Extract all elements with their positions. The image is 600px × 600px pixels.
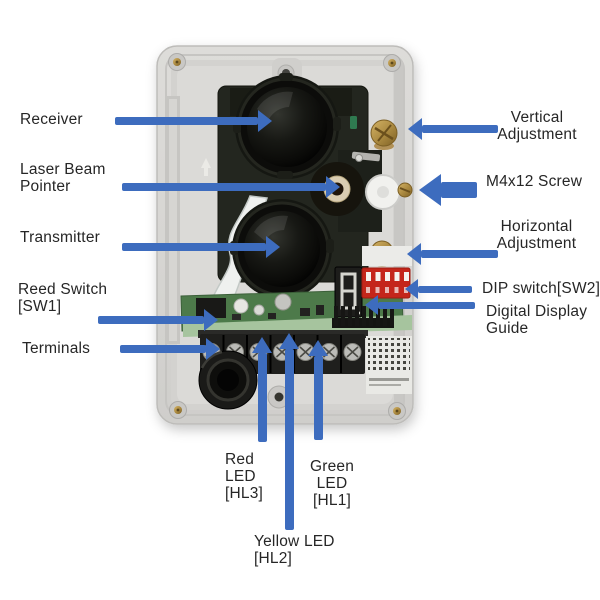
arrow-bar [441, 182, 477, 198]
label-line: Pointer [20, 178, 71, 195]
arrow-head [204, 309, 218, 331]
label-line: Terminals [22, 340, 91, 357]
vertical-adjustment-screw [370, 119, 398, 150]
reed-switch-arrow [98, 309, 218, 331]
arrow-bar [257, 353, 267, 442]
arrow-bar [422, 125, 498, 133]
dip-switch-label: DIP switch[SW2] [482, 280, 600, 297]
bracket [351, 151, 381, 162]
vertical-adjustment-arrow [408, 118, 498, 140]
arrow-bar [122, 183, 326, 191]
reed-switch-label: Reed Switch [SW1] [18, 281, 107, 315]
red-led-label: Red LED [HL3] [225, 451, 263, 502]
arrow-head [266, 236, 280, 258]
transmitter-label: Transmitter [20, 229, 100, 246]
label-line: Digital Display [486, 303, 588, 320]
label-line: LED [316, 475, 348, 492]
receiver-label: Receiver [20, 111, 83, 128]
label-line: DIP switch[SW2] [482, 280, 600, 297]
arrow-bar [284, 349, 294, 530]
label-line: [HL2] [254, 550, 293, 567]
arrow-head [326, 176, 340, 198]
transmitter-lens [230, 199, 334, 299]
label-line: Guide [486, 320, 529, 337]
label-line: LED [225, 468, 256, 485]
pin-header [332, 306, 394, 328]
arrow-bar [421, 250, 498, 258]
red-led-line [252, 337, 272, 442]
label-line: Horizontal [500, 218, 573, 235]
label-line: Adjustment [496, 235, 577, 252]
label-line: Receiver [20, 111, 83, 128]
label-line: [HL3] [225, 485, 264, 502]
label-line: [HL1] [312, 492, 352, 509]
arrow-head [405, 279, 418, 299]
label-sticker [366, 336, 412, 394]
arrow-head [408, 118, 422, 140]
arrow-head [419, 174, 441, 206]
yellow-led-line [279, 333, 299, 530]
label-line: M4x12 Screw [486, 173, 583, 190]
digital-display-guide-label: Digital Display Guide [486, 303, 587, 337]
horizontal-adjustment-arrow [407, 243, 498, 265]
arrow-head [206, 338, 220, 360]
arrow-bar [313, 356, 323, 440]
label-line: Yellow LED [254, 533, 335, 550]
arrow-head [308, 340, 328, 356]
arrow-bar [378, 301, 475, 309]
label-line: Green [309, 458, 355, 475]
label-line: Red [225, 451, 255, 468]
label-line: Vertical [510, 109, 564, 126]
horizontal-adjustment-label: Horizontal Adjustment [489, 218, 584, 252]
vertical-adjustment-label: Vertical Adjustment [490, 109, 584, 143]
label-line: Laser Beam [20, 161, 106, 178]
yellow-led-label: Yellow LED [HL2] [254, 533, 335, 567]
laser-beam-pointer-label: Laser Beam Pointer [20, 161, 106, 195]
label-line: Reed Switch [18, 281, 108, 298]
arrow-head [407, 243, 421, 265]
m4x12-screw-dial [365, 174, 413, 210]
label-line: [SW1] [18, 298, 62, 315]
corner-screws [168, 53, 406, 420]
arrow-head [365, 295, 378, 315]
transmitter-arrow [122, 236, 280, 258]
arrow-head [258, 110, 272, 132]
terminals-label: Terminals [22, 340, 90, 357]
arrow-bar [418, 285, 472, 293]
arrow-bar [98, 316, 204, 324]
green-led-line [308, 340, 328, 440]
arrow-head [252, 337, 272, 353]
label-line: Adjustment [497, 126, 577, 143]
receiver-lens [233, 73, 341, 179]
green-led-label: Green LED [HL1] [306, 458, 358, 509]
digital-display-arrow [365, 294, 475, 316]
cable-gland [198, 350, 258, 410]
arrow-bar [115, 117, 258, 125]
label-line: Transmitter [20, 229, 100, 246]
receiver-arrow [115, 110, 272, 132]
m4x12-screw-arrow [419, 174, 477, 206]
arrow-head [279, 333, 299, 349]
dip-switch-arrow [405, 278, 472, 300]
arrow-bar [122, 243, 266, 251]
m4x12-screw-label: M4x12 Screw [486, 173, 582, 190]
laser-beam-pointer-arrow [122, 176, 340, 198]
terminals-arrow [120, 338, 220, 360]
arrow-bar [120, 345, 206, 353]
